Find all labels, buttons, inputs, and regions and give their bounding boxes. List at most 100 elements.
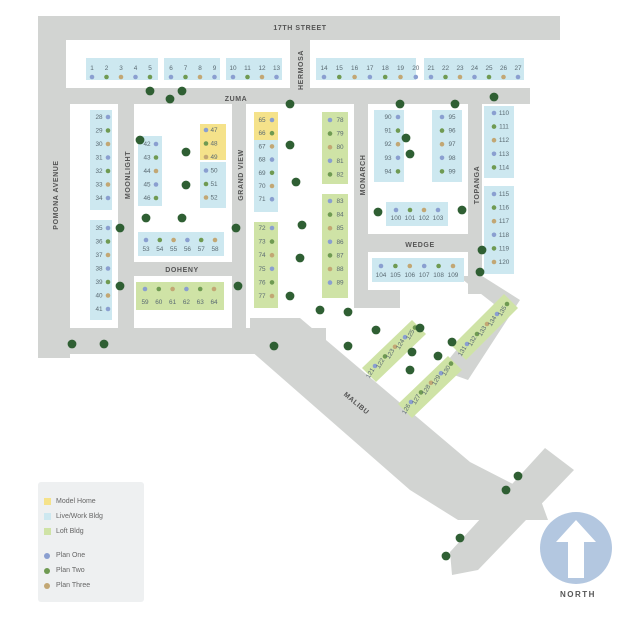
plan-dot xyxy=(408,399,414,405)
lot-number: 12 xyxy=(258,65,266,72)
plan-dot xyxy=(153,168,159,174)
plan-dot xyxy=(269,293,275,299)
lot-number: 33 xyxy=(95,182,103,189)
lot-number: 92 xyxy=(384,141,392,148)
plan-dot xyxy=(395,141,401,147)
street-moonlight: MOONLIGHT xyxy=(125,151,132,199)
lot-number: 47 xyxy=(210,127,218,134)
plan-dot xyxy=(197,286,203,292)
plan-dot xyxy=(203,168,209,173)
lot-number: 37 xyxy=(95,252,103,259)
lot-number: 61 xyxy=(169,299,177,306)
plan-dot xyxy=(203,127,209,133)
lot-number: 43 xyxy=(143,155,151,162)
plan-dot xyxy=(105,155,111,160)
plan-dot xyxy=(105,239,111,244)
lot-number: 124 xyxy=(395,338,407,351)
plan-dot xyxy=(133,74,138,80)
lot-number: 60 xyxy=(155,299,163,306)
plan-dot xyxy=(457,74,463,80)
lot-number: 74 xyxy=(258,252,266,259)
plan-dot xyxy=(428,74,434,80)
plan-dot xyxy=(464,341,470,347)
legend-label: Plan Three xyxy=(56,582,91,589)
plan-dot xyxy=(203,141,209,146)
trees xyxy=(67,86,523,561)
lot-number: 127 xyxy=(411,393,423,406)
map-legend: Model Home Live/Work Bldg Loft Bldg Plan… xyxy=(38,482,144,602)
plan-dot xyxy=(407,207,413,213)
lot-number: 3 xyxy=(119,65,123,72)
plan-dot xyxy=(393,207,399,213)
lot-number: 17 xyxy=(366,65,374,72)
plan-dot xyxy=(439,114,445,120)
legend-plan-two: Plan Two xyxy=(44,567,85,574)
plan-dot xyxy=(472,74,477,80)
plan-dot xyxy=(212,74,217,80)
plan-dot xyxy=(269,239,275,244)
lot-number: 70 xyxy=(258,183,266,190)
plan-dot xyxy=(105,293,111,298)
lot-number: 24 xyxy=(471,65,479,72)
lot-number: 126 xyxy=(401,403,413,416)
lot-number: 108 xyxy=(433,272,444,279)
plan-dot xyxy=(157,237,163,243)
plan-dot xyxy=(484,321,490,327)
plan-dot xyxy=(421,207,427,213)
plan-dot xyxy=(105,141,111,147)
tree-icon xyxy=(405,365,415,375)
plan-dot xyxy=(327,172,333,177)
tree-icon xyxy=(177,213,187,223)
lot-number: 125 xyxy=(405,328,417,341)
lot-number: 65 xyxy=(258,117,266,124)
plan-dot xyxy=(486,74,492,80)
lot-number: 62 xyxy=(183,299,191,306)
plan-dot xyxy=(407,263,413,269)
lot-number: 10 xyxy=(229,65,237,72)
plan-dot xyxy=(439,141,445,147)
lot-number: 128 xyxy=(421,383,433,396)
tree-icon xyxy=(67,339,77,349)
plan-dot xyxy=(474,331,480,337)
street-topanga: TOPANGA xyxy=(474,166,481,205)
lot-number: 79 xyxy=(336,131,344,138)
lot-number: 19 xyxy=(397,65,405,72)
lot-number: 26 xyxy=(500,65,508,72)
lot-number: 56 xyxy=(184,246,192,253)
plan-dot xyxy=(491,205,497,210)
plan-dot xyxy=(327,117,333,123)
plan-dot xyxy=(269,252,275,258)
plan-dot xyxy=(436,263,441,269)
lot-number: 58 xyxy=(211,246,219,253)
tree-icon xyxy=(501,485,511,495)
plan-dot xyxy=(327,239,333,245)
tree-icon xyxy=(447,337,457,347)
lot-number: 69 xyxy=(258,170,266,177)
dot-plan-two xyxy=(44,567,50,574)
tree-icon xyxy=(415,323,425,333)
street-17th: 17TH STREET xyxy=(273,25,326,32)
plan-dot xyxy=(142,286,148,292)
plan-dot xyxy=(491,124,497,129)
lot-number: 110 xyxy=(499,110,510,117)
plan-dot xyxy=(184,286,189,292)
lot-number: 91 xyxy=(384,128,392,135)
plan-dot xyxy=(153,155,159,160)
lot-number: 39 xyxy=(95,279,103,286)
lot-number: 57 xyxy=(198,246,206,253)
plan-dot xyxy=(321,74,327,80)
plan-dot xyxy=(105,252,111,258)
plan-dot xyxy=(230,74,236,80)
plan-dot xyxy=(378,263,384,269)
legend-label: Plan One xyxy=(56,552,86,559)
plan-dot xyxy=(269,144,275,149)
tree-icon xyxy=(181,147,191,157)
lot-number: 7 xyxy=(184,65,188,72)
lot-number: 15 xyxy=(336,65,344,72)
lot-number: 42 xyxy=(143,141,151,148)
lot-number: 102 xyxy=(419,215,430,222)
street-grand-view: GRAND VIEW xyxy=(238,149,245,201)
tree-icon xyxy=(395,99,405,109)
lot-number: 90 xyxy=(384,114,392,121)
lot-number: 77 xyxy=(258,293,266,300)
